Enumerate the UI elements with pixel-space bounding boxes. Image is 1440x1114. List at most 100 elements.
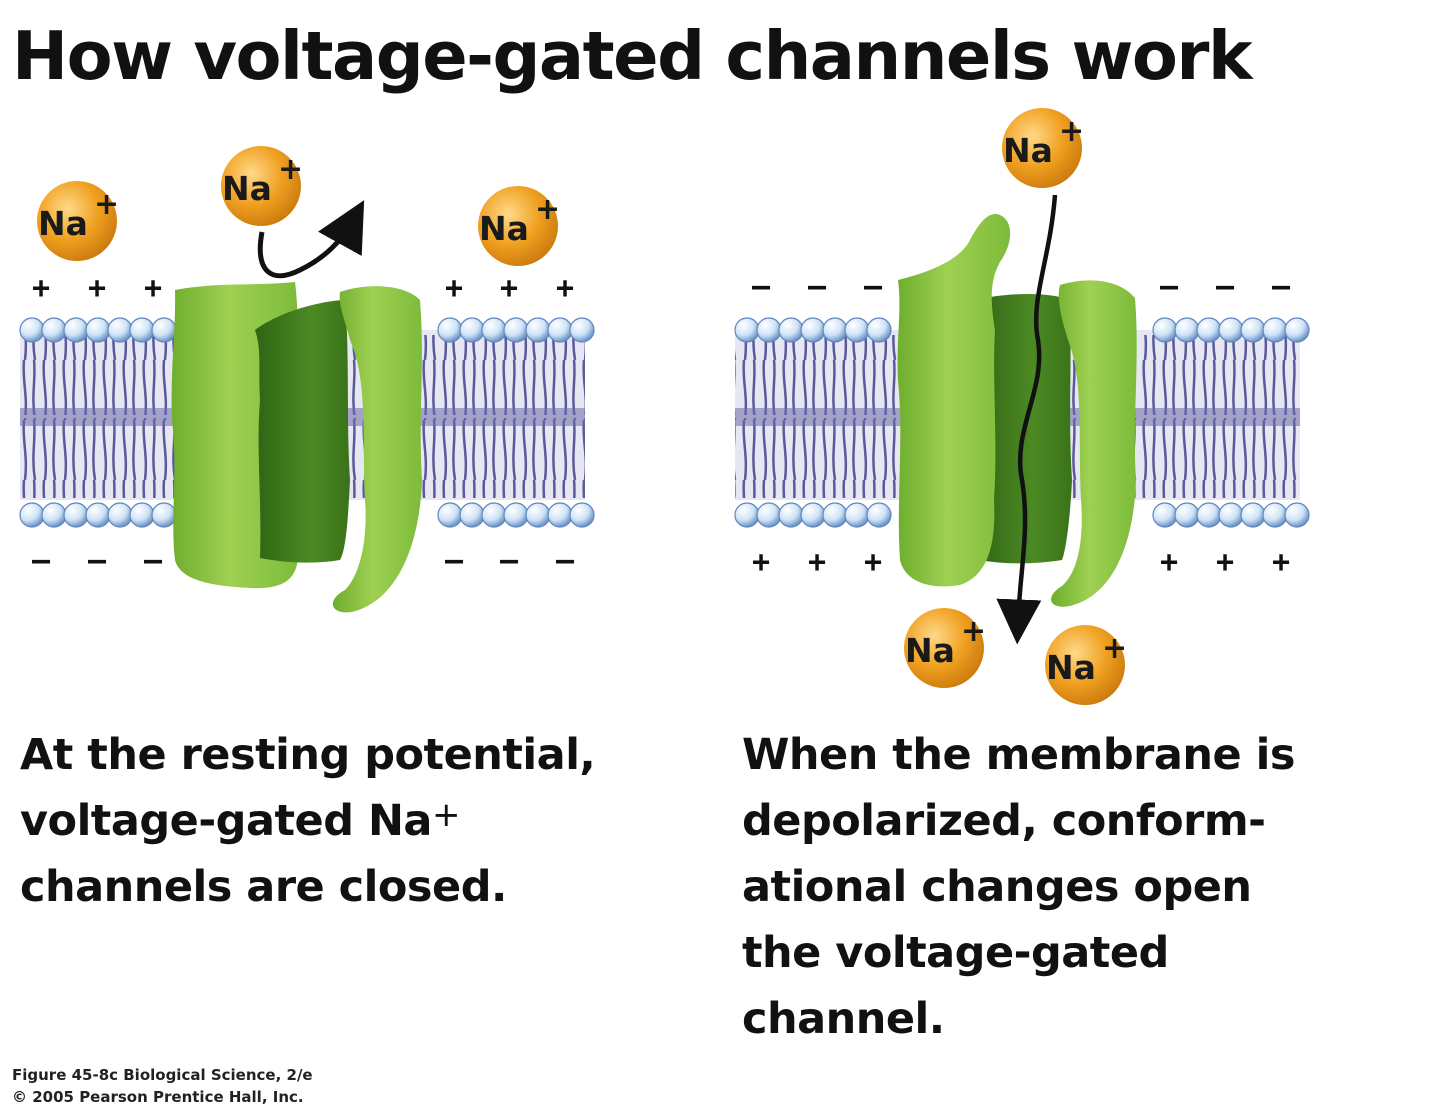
inside-charge-sign: +: [864, 545, 882, 580]
channel-body-left-open: [897, 214, 1011, 587]
phospholipid-head: [63, 502, 89, 528]
sodium-ion: Na +: [1002, 108, 1084, 188]
membrane-signs-left: + + + + + + – – – – – –: [32, 271, 575, 578]
svg-text:Na: Na: [1046, 648, 1096, 687]
outside-charge-sign: +: [32, 271, 50, 306]
caption-line: channels are closed.: [20, 862, 507, 912]
caption-text: voltage-gated Na: [20, 796, 432, 846]
channel-gate-open: [1051, 280, 1137, 607]
phospholipid-head: [1262, 317, 1288, 343]
phospholipid-head: [800, 317, 826, 343]
inside-charge-sign: –: [88, 543, 107, 578]
inside-charge-sign: –: [445, 543, 464, 578]
phospholipid-head: [503, 317, 529, 343]
phospholipid-head: [1284, 502, 1310, 528]
channel-gate-closed: [332, 286, 422, 613]
caption-line: At the resting potential,: [20, 730, 596, 780]
phospholipid-head: [41, 317, 67, 343]
phospholipid-head: [437, 502, 463, 528]
inside-charge-sign: +: [1272, 545, 1290, 580]
sodium-ion: Na +: [478, 186, 560, 266]
svg-text:+: +: [1059, 114, 1084, 149]
svg-text:+: +: [1102, 631, 1127, 666]
phospholipid-head: [525, 502, 551, 528]
phospholipid-head: [437, 317, 463, 343]
phospholipid-heads-left-top: [19, 317, 595, 343]
phospholipid-head: [756, 502, 782, 528]
outside-charge-sign: +: [556, 271, 574, 306]
phospholipid-head: [569, 317, 595, 343]
sodium-ion: Na +: [1045, 625, 1127, 705]
outside-charge-sign: –: [752, 269, 771, 304]
figure-credit: Figure 45-8c Biological Science, 2/e © 2…: [12, 1064, 313, 1108]
outside-charge-sign: –: [808, 269, 827, 304]
svg-text:Na: Na: [1003, 131, 1053, 170]
phospholipid-head: [1196, 317, 1222, 343]
phospholipid-head: [866, 317, 892, 343]
phospholipid-head: [1152, 317, 1178, 343]
outside-charge-sign: –: [864, 269, 883, 304]
caption-line: depolarized, conform-: [742, 796, 1266, 846]
outside-charge-sign: +: [445, 271, 463, 306]
phospholipid-head: [1240, 317, 1266, 343]
phospholipid-head: [19, 502, 45, 528]
phospholipid-head: [822, 502, 848, 528]
phospholipid-head: [1218, 317, 1244, 343]
diagram: + + + + + + – – – – – – Na + Na + Na +: [19, 108, 1310, 705]
caption-line: the voltage-gated: [742, 928, 1169, 978]
svg-text:Na: Na: [905, 631, 955, 670]
inside-charge-sign: –: [500, 543, 519, 578]
caption-line: channel.: [742, 994, 945, 1044]
phospholipid-heads-right-top: [734, 317, 1310, 343]
outside-charge-sign: +: [500, 271, 518, 306]
outside-charge-sign: +: [144, 271, 162, 306]
phospholipid-head: [107, 502, 133, 528]
phospholipid-head: [503, 502, 529, 528]
phospholipid-head: [151, 502, 177, 528]
phospholipid-head: [151, 317, 177, 343]
phospholipid-heads-left-bottom: [19, 502, 595, 528]
credit-line-copyright: © 2005 Pearson Prentice Hall, Inc.: [12, 1088, 304, 1106]
phospholipid-head: [1174, 317, 1200, 343]
phospholipid-head: [19, 317, 45, 343]
channel-protein-open: [897, 214, 1137, 607]
svg-text:+: +: [278, 152, 303, 187]
inside-charge-sign: +: [1160, 545, 1178, 580]
phospholipid-head: [1152, 502, 1178, 528]
phospholipid-head: [778, 502, 804, 528]
phospholipid-head: [41, 502, 67, 528]
phospholipid-head: [844, 317, 870, 343]
caption-line: When the membrane is: [742, 730, 1295, 780]
membrane-signs-right: – – – – – – + + + + + +: [752, 269, 1291, 580]
svg-text:Na: Na: [222, 169, 272, 208]
blocked-arrow: [257, 200, 365, 279]
phospholipid-head: [1240, 502, 1266, 528]
phospholipid-head: [1174, 502, 1200, 528]
phospholipid-head: [525, 317, 551, 343]
caption-superscript: +: [431, 795, 461, 835]
inside-charge-sign: –: [556, 543, 575, 578]
caption-line: voltage-gated Na+: [20, 788, 595, 854]
phospholipid-head: [778, 317, 804, 343]
phospholipid-head: [481, 502, 507, 528]
phospholipid-head: [129, 502, 155, 528]
sodium-ion: Na +: [221, 146, 303, 226]
phospholipid-head: [63, 317, 89, 343]
caption-line: ational changes open: [742, 862, 1252, 912]
phospholipid-head: [85, 317, 111, 343]
inside-charge-sign: –: [32, 543, 51, 578]
phospholipid-head: [1284, 317, 1310, 343]
channel-pore-closed: [255, 300, 350, 563]
phospholipid-heads-right-bottom: [734, 502, 1310, 528]
channel-protein-closed: [171, 282, 422, 613]
phospholipid-head: [547, 317, 573, 343]
inside-charge-sign: +: [752, 545, 770, 580]
inside-charge-sign: +: [808, 545, 826, 580]
phospholipid-head: [866, 502, 892, 528]
inside-charge-sign: +: [1216, 545, 1234, 580]
phospholipid-head: [734, 502, 760, 528]
phospholipid-head: [756, 317, 782, 343]
sodium-ion: Na +: [37, 181, 119, 261]
outside-charge-sign: +: [88, 271, 106, 306]
ion-flow-arrow: [996, 194, 1058, 645]
